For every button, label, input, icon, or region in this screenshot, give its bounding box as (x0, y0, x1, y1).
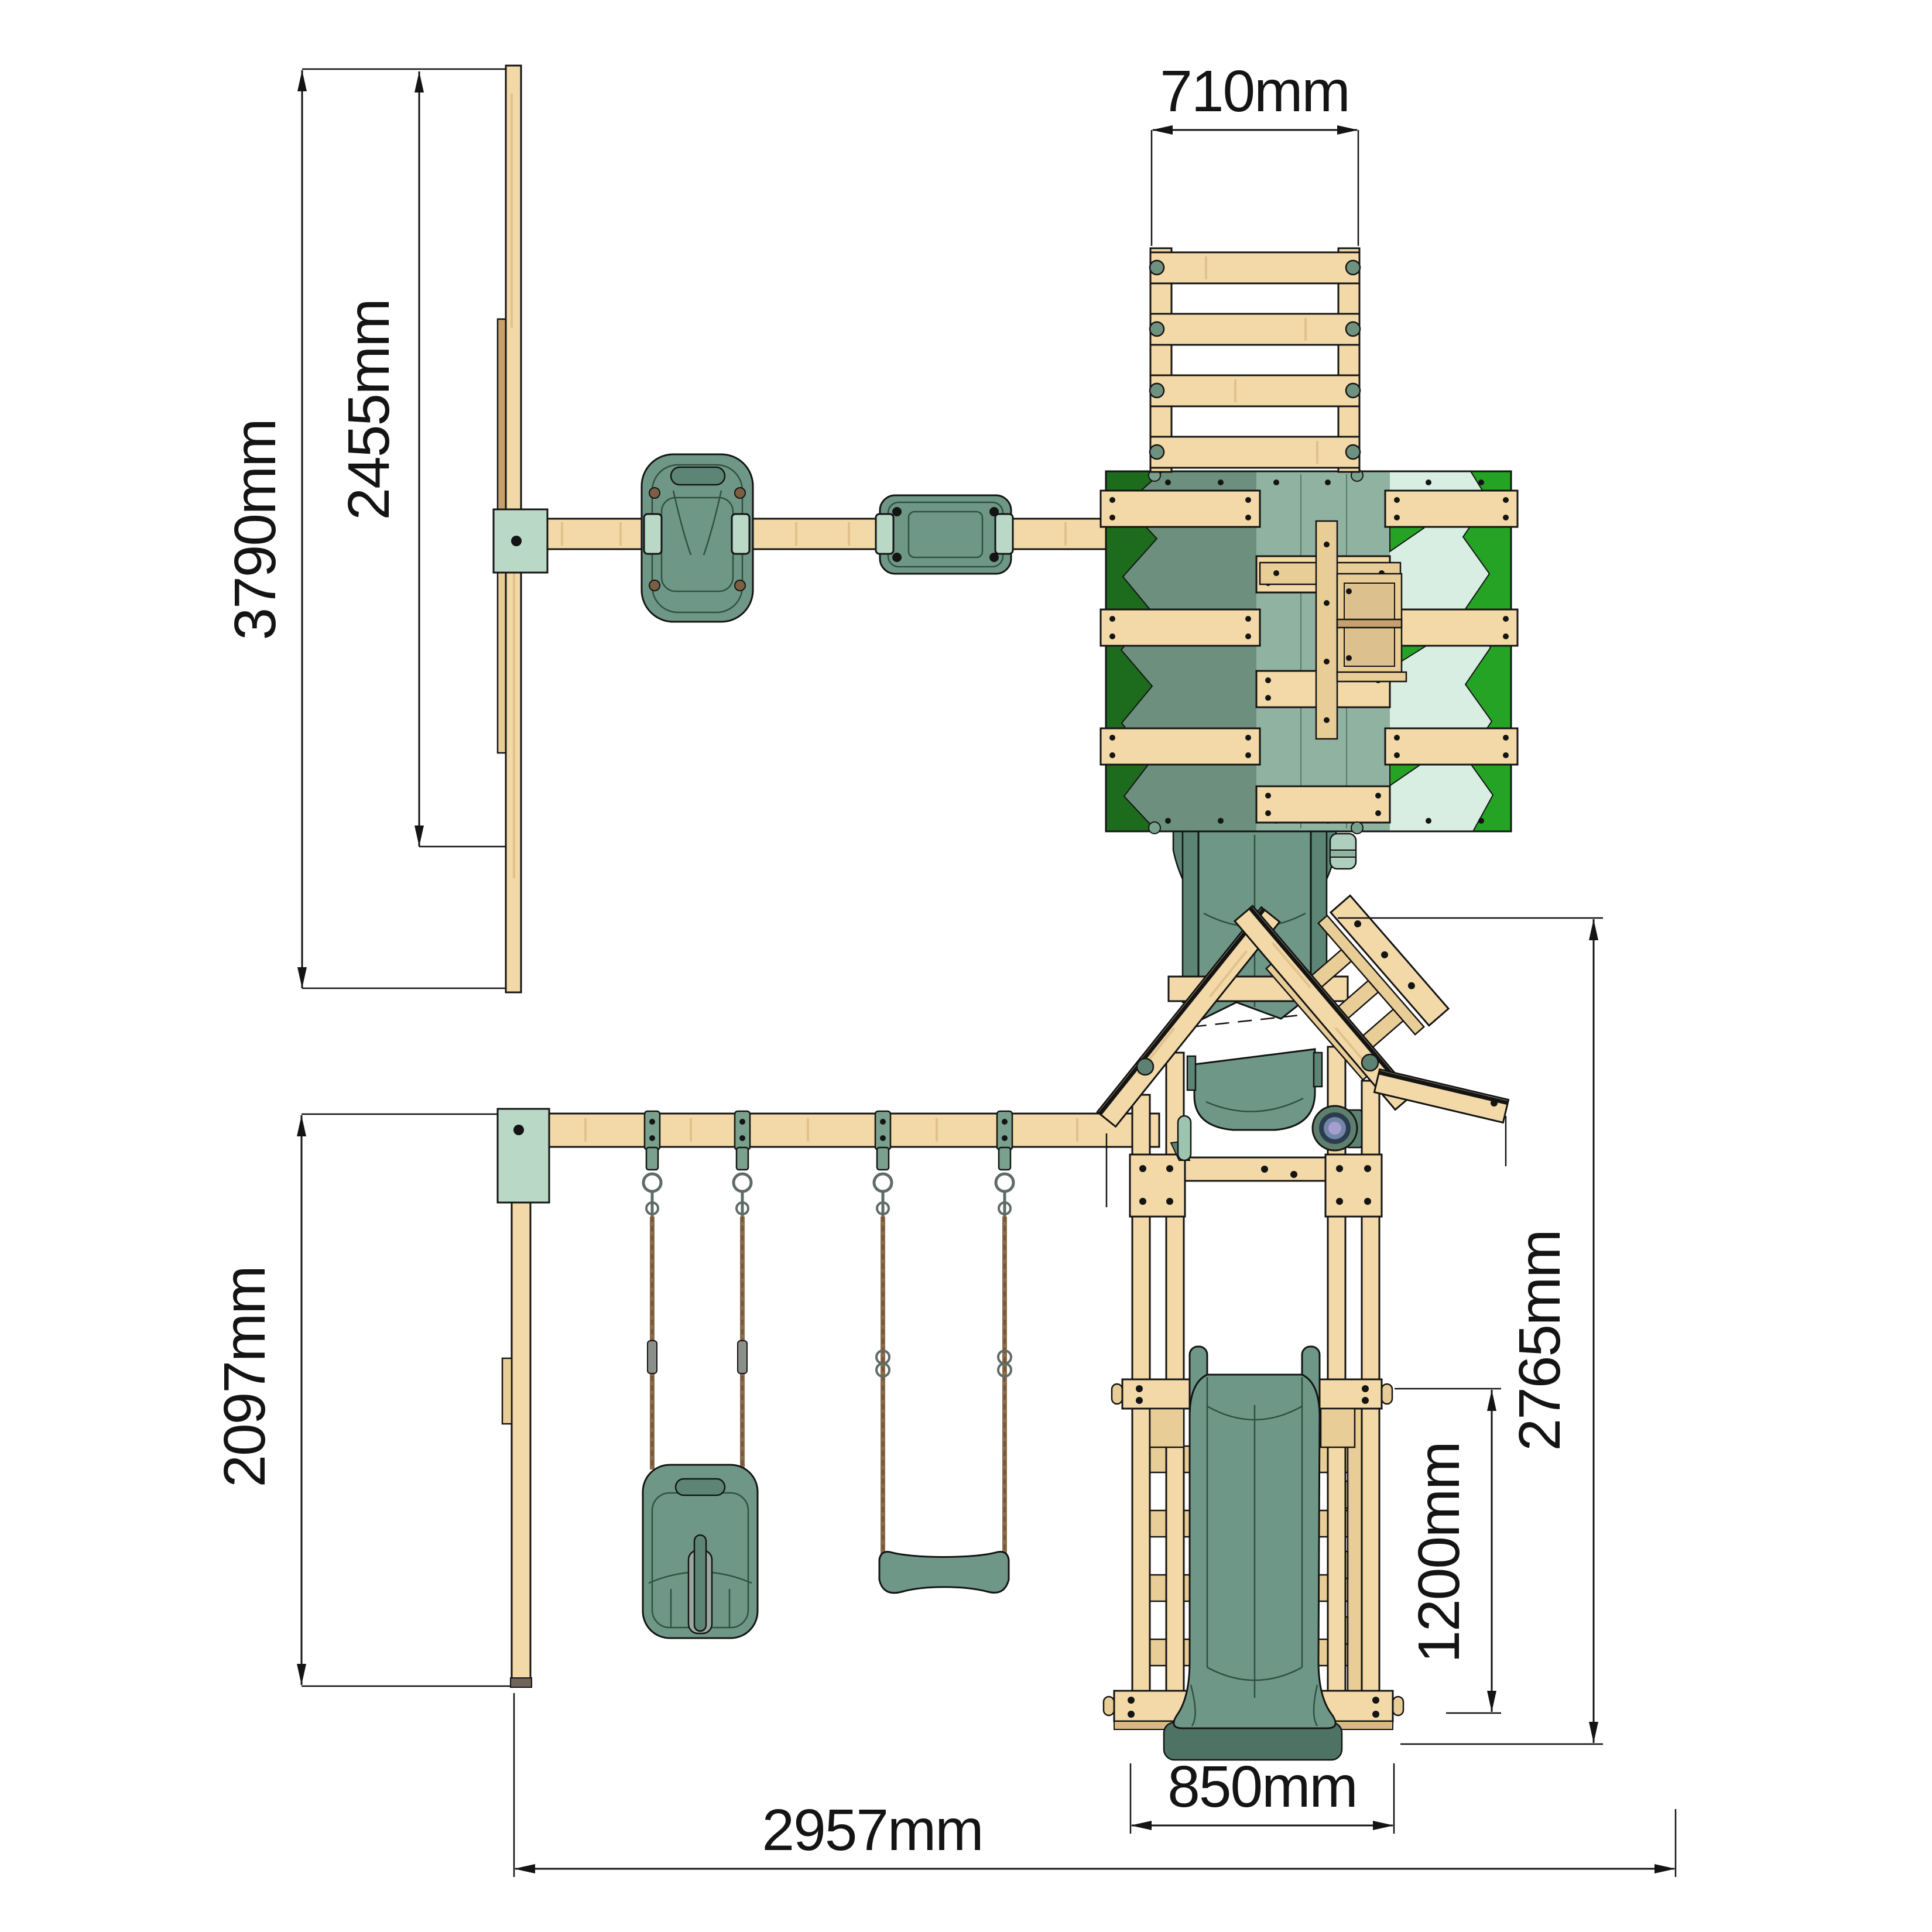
roof-bolt-right (1361, 1053, 1379, 1072)
dimension-2097: 2097mm (212, 1113, 512, 1687)
dim-label-overall-length: 2957mm (762, 1797, 982, 1863)
swing-post-front (501, 1199, 532, 1688)
swing-hanger (994, 1110, 1015, 1217)
beam-clamp (643, 513, 663, 555)
dormer-window-plan (1259, 520, 1407, 740)
dim-label-tower-width: 850mm (1167, 1754, 1356, 1820)
beam-corner-bracket-plan (492, 508, 549, 574)
beam-clamp (994, 513, 1014, 555)
dim-label-post-height: 2097mm (212, 1266, 278, 1487)
dim-label-overall-height: 2765mm (1507, 1230, 1573, 1451)
dimension-2957: 2957mm (513, 1693, 1677, 1877)
dimension-1200: 1200mm (1395, 1388, 1501, 1714)
front-view: 2097mm (212, 894, 1677, 1877)
grab-handle (1170, 1115, 1192, 1162)
beam-corner-bracket-front (496, 1108, 550, 1204)
beam-clamp (875, 513, 895, 555)
slide-front (1173, 1345, 1337, 1729)
swing-hanger (642, 1110, 663, 1217)
roof-overhang-board (1373, 1068, 1510, 1124)
playhouse-roof-plan (1099, 469, 1519, 834)
flat-swing-seat-front (878, 1551, 1010, 1594)
swing-beam-front (503, 1112, 1160, 1148)
beam-clamp (731, 513, 751, 555)
roof-screws (1165, 479, 1484, 824)
ladder-plan (1149, 247, 1361, 473)
dimension-2765: 2765mm (1338, 917, 1603, 1745)
dimension-710: 710mm (1150, 59, 1359, 246)
swing-beam-plan (519, 518, 1108, 550)
dim-label-overall-depth: 3790mm (222, 419, 288, 640)
swing-hanger (872, 1110, 893, 1217)
telescope (1311, 1105, 1363, 1152)
roof-bolt-left (1136, 1057, 1155, 1076)
dimension-3790: 3790mm (222, 68, 520, 989)
dimension-2455: 2455mm (336, 71, 520, 848)
dim-label-beam-depth: 2455mm (336, 299, 402, 520)
swing-hanger (732, 1110, 753, 1217)
swing-hangers-and-ropes (642, 1110, 1015, 1562)
dim-label-platform-height: 1200mm (1406, 1442, 1472, 1663)
periscope-plan (1329, 833, 1357, 870)
platform-beam (1129, 1153, 1383, 1218)
flat-swing-seat-plan (879, 494, 1012, 575)
dim-label-ladder-width: 710mm (1160, 59, 1349, 124)
dimension-850: 850mm (1129, 1754, 1395, 1834)
baby-swing-seat-front (642, 1464, 759, 1639)
